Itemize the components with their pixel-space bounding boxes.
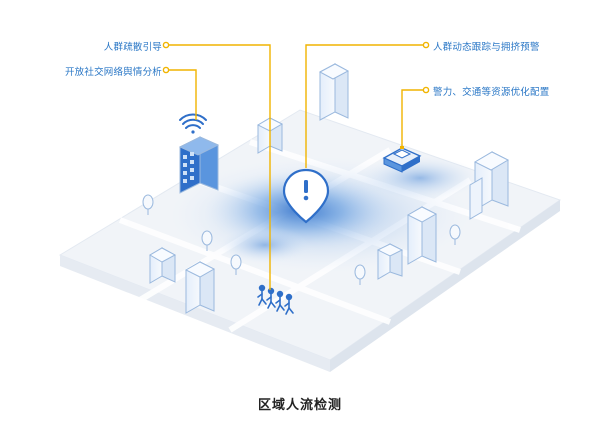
building-lower-right — [376, 206, 438, 280]
leader-line-crowd-guidance — [168, 44, 271, 290]
building-top-right — [318, 63, 350, 121]
building-right-cluster — [469, 151, 510, 220]
tree-icon — [354, 264, 366, 285]
building-top-center — [256, 117, 284, 154]
alert-pin-icon — [282, 168, 330, 224]
buildings — [149, 63, 510, 314]
tree-icon — [449, 224, 461, 245]
pedestrians-icon — [257, 284, 294, 315]
building-lower-left — [149, 247, 216, 314]
tree-icon — [201, 230, 213, 251]
label-crowd-guidance: 人群疏散引导 — [103, 42, 162, 53]
leader-lines — [168, 44, 424, 290]
figure-caption: 区域人流检测 — [257, 398, 342, 413]
police-car-icon — [382, 146, 422, 173]
leader-endpoints — [162, 41, 430, 94]
tree-icon — [230, 254, 242, 275]
trees — [142, 194, 461, 285]
tree-icon — [142, 194, 154, 215]
label-resource-optimization: 警力、交通等资源优化配置 — [433, 87, 550, 98]
tall-building-left — [178, 136, 220, 194]
leader-line-resource-optimization — [401, 89, 424, 146]
wifi-icon — [179, 113, 207, 134]
leader-line-crowd-tracking — [305, 44, 424, 168]
leader-line-social-sentiment — [168, 69, 197, 120]
label-social-sentiment: 开放社交网络舆情分析 — [64, 67, 162, 78]
label-crowd-tracking: 人群动态跟踪与拥挤预警 — [433, 42, 540, 53]
